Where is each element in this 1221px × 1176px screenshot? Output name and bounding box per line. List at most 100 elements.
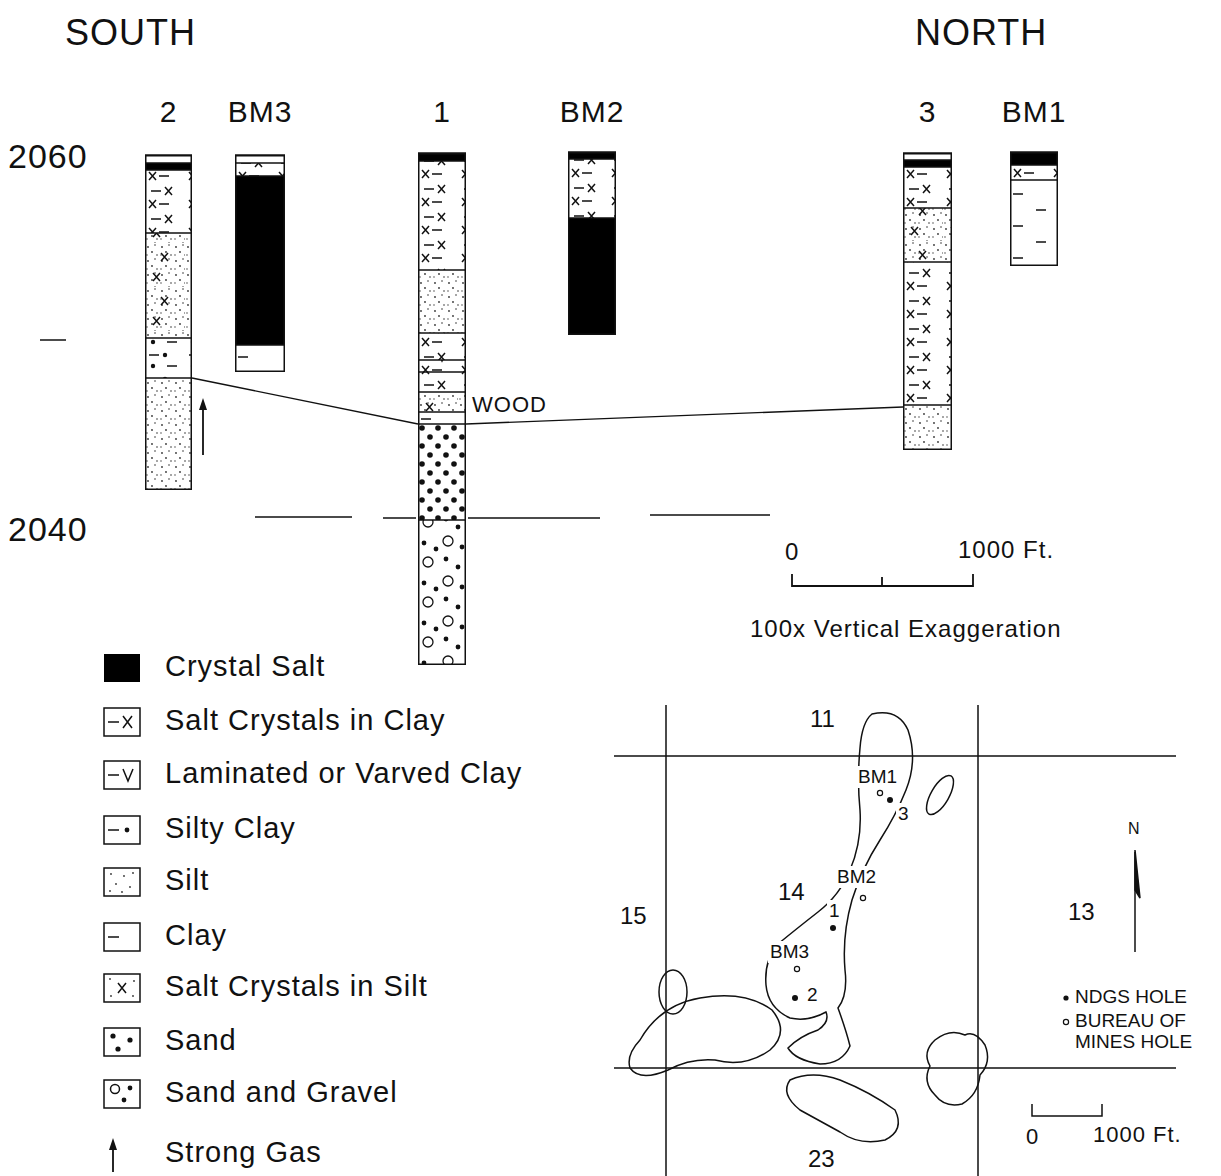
layer-boundary bbox=[235, 175, 285, 176]
column-label: 1 bbox=[433, 95, 451, 130]
clay-layer bbox=[1010, 180, 1058, 266]
elevation-tick bbox=[40, 339, 66, 341]
legend-text: Silt bbox=[165, 864, 209, 897]
layer-boundary bbox=[418, 359, 466, 360]
varve-layer bbox=[418, 360, 466, 372]
column-outline bbox=[1011, 153, 1058, 266]
drill-column: BM2 bbox=[568, 95, 616, 335]
layer-ground bbox=[418, 360, 466, 372]
sxclay-layer bbox=[1010, 165, 1058, 180]
hole-label: 2 bbox=[805, 984, 820, 1006]
legend-text: Salt Crystals in Silt bbox=[165, 970, 428, 1003]
scale-label: 1000 Ft. bbox=[1093, 1122, 1182, 1147]
siltyclay-layer bbox=[145, 338, 192, 378]
legend-text: Sand bbox=[165, 1024, 237, 1057]
layer-ground bbox=[568, 159, 616, 218]
legend-text: NDGS HOLE bbox=[1075, 986, 1187, 1008]
section-number: 13 bbox=[1066, 898, 1097, 926]
sxclay-layer bbox=[235, 163, 285, 176]
layer-ground bbox=[418, 333, 466, 360]
legend-swatches bbox=[104, 708, 140, 1172]
drill-column: 2 bbox=[145, 95, 192, 490]
sand-layer bbox=[418, 424, 466, 520]
crystal-salt-layer bbox=[145, 163, 192, 170]
hole-label: BM3 bbox=[768, 941, 811, 963]
crystal-salt-layer bbox=[235, 176, 285, 345]
crystal-salt-layer bbox=[1010, 152, 1058, 165]
layer-boundary bbox=[903, 207, 952, 208]
legend-text: Clay bbox=[165, 919, 227, 952]
sxclay-layer bbox=[418, 372, 466, 392]
silt-layer bbox=[903, 405, 952, 450]
silt-layer bbox=[145, 378, 192, 490]
hole-label: 3 bbox=[896, 803, 911, 825]
column-label: 2 bbox=[160, 95, 178, 130]
layer-ground bbox=[903, 262, 952, 405]
layer-ground bbox=[1010, 180, 1058, 266]
legend-text: Sand and Gravel bbox=[165, 1076, 398, 1109]
drill-column: BM1 bbox=[1010, 95, 1058, 266]
column-label: 3 bbox=[919, 95, 937, 130]
layer-ground bbox=[903, 208, 952, 262]
sandgravel-layer bbox=[418, 520, 466, 665]
layer-boundary bbox=[418, 391, 466, 392]
layer-ground bbox=[235, 345, 285, 372]
direction-label: NORTH bbox=[915, 12, 1047, 53]
crystal-salt-layer bbox=[568, 218, 616, 335]
layer-boundary bbox=[145, 377, 192, 378]
layer-boundary bbox=[145, 169, 192, 170]
gas-arrow bbox=[199, 398, 207, 455]
legend-text: Strong Gas bbox=[165, 1136, 322, 1169]
sxclay-layer bbox=[145, 170, 192, 233]
column-log bbox=[1010, 152, 1058, 266]
correlation-line bbox=[192, 378, 418, 424]
elevation-label: 2060 bbox=[8, 137, 88, 176]
hole-label: BM1 bbox=[856, 766, 899, 788]
column-outline bbox=[569, 153, 616, 335]
silt-layer bbox=[418, 270, 466, 333]
north-arrow-head bbox=[1135, 850, 1140, 898]
legend-text: Laminated or Varved Clay bbox=[165, 757, 522, 790]
layer-boundary bbox=[145, 337, 192, 338]
layer-ground bbox=[418, 520, 466, 665]
section-number: 11 bbox=[808, 705, 837, 733]
column-log bbox=[903, 153, 952, 450]
column-outline bbox=[419, 154, 466, 665]
direction-label: SOUTH bbox=[65, 12, 196, 53]
layer-boundary bbox=[418, 519, 466, 520]
sxsilt-layer bbox=[418, 392, 466, 412]
elevation-label: 2040 bbox=[8, 510, 88, 549]
layer-ground bbox=[903, 405, 952, 450]
legend-text: Silty Clay bbox=[165, 812, 296, 845]
scale-label: 0 bbox=[785, 538, 799, 566]
layer-boundary bbox=[418, 411, 466, 412]
layer-ground bbox=[418, 161, 466, 270]
layer-ground bbox=[418, 424, 466, 520]
layer-ground bbox=[903, 167, 952, 208]
lake-outline bbox=[766, 713, 913, 1064]
sxclay-layer bbox=[568, 159, 616, 218]
crystal-salt-layer bbox=[903, 160, 952, 167]
layer-note: WOOD bbox=[472, 392, 547, 417]
column-log bbox=[568, 152, 616, 335]
layer-ground bbox=[418, 270, 466, 333]
layer-boundary bbox=[903, 404, 952, 405]
layer-boundary bbox=[903, 159, 952, 160]
column-outline bbox=[236, 156, 285, 372]
scale-label: 1000 Ft. bbox=[958, 536, 1054, 564]
hole-label: BM2 bbox=[835, 866, 878, 888]
legend-dot bbox=[1063, 995, 1068, 1000]
scale-note: 100x Vertical Exaggeration bbox=[750, 615, 1062, 643]
scale-bar bbox=[792, 574, 973, 586]
drill-column: BM3 bbox=[235, 95, 285, 372]
layer-boundary bbox=[568, 158, 616, 159]
layer-boundary bbox=[418, 160, 466, 161]
layer-ground bbox=[418, 392, 466, 412]
layer-boundary bbox=[418, 371, 466, 372]
scale-label: 0 bbox=[1026, 1124, 1039, 1149]
layer-boundary bbox=[1010, 179, 1058, 180]
column-log bbox=[418, 153, 466, 665]
drill-column: 3 bbox=[903, 95, 952, 450]
layer-ground bbox=[145, 338, 192, 378]
layer-ground bbox=[235, 163, 285, 176]
